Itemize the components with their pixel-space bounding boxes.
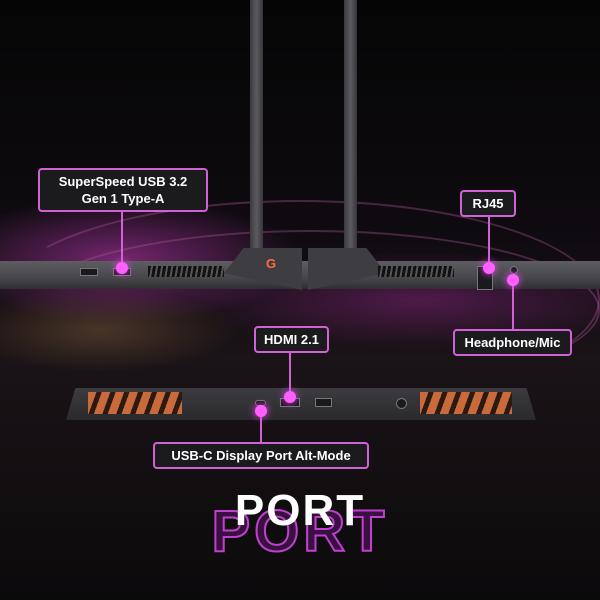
callout-line <box>488 214 490 268</box>
label-line: Gen 1 Type-A <box>81 191 165 206</box>
label-rj45: RJ45 <box>460 190 516 217</box>
screen-hinge-arm-right <box>344 0 357 255</box>
title-outline: PORT <box>210 498 389 565</box>
vent-left <box>148 266 224 277</box>
callout-line <box>512 280 514 330</box>
callout-dot <box>507 274 519 286</box>
usb-a-port <box>80 268 98 276</box>
g-logo: G <box>266 256 277 271</box>
callout-dot <box>255 405 267 417</box>
light-streak <box>0 200 600 400</box>
power-port <box>396 398 407 409</box>
label-usb-c: USB-C Display Port Alt-Mode <box>153 442 369 469</box>
callout-line <box>289 348 291 396</box>
headphone-jack <box>510 266 518 274</box>
screen-hinge-arm-left <box>250 0 263 255</box>
label-headphone-mic: Headphone/Mic <box>453 329 572 356</box>
copper-fins-right <box>420 392 512 414</box>
callout-line <box>121 211 123 268</box>
callout-dot <box>116 262 128 274</box>
usb-a-port-rear <box>315 398 332 407</box>
label-line: SuperSpeed USB 3.2 <box>58 174 188 189</box>
light-streak <box>20 230 600 390</box>
callout-dot <box>284 391 296 403</box>
callout-line <box>260 411 262 443</box>
callout-dot <box>483 262 495 274</box>
label-hdmi: HDMI 2.1 <box>254 326 329 353</box>
copper-fins-left <box>88 392 182 414</box>
title: PORT <box>234 486 366 535</box>
vent-right <box>378 266 454 277</box>
